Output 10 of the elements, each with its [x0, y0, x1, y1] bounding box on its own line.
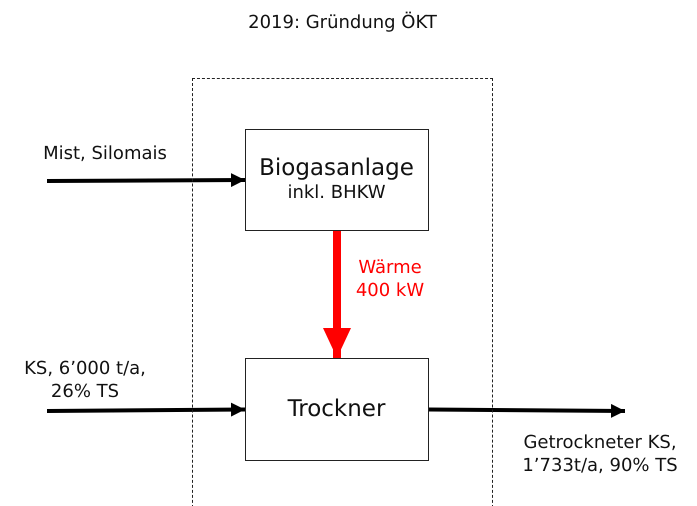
box-title: Trockner [288, 396, 386, 422]
box-subtitle: inkl. BHKW [287, 182, 386, 204]
edge-label: Wärme 400 kW [354, 257, 426, 302]
group-heading: 2019: Gründung ÖKT [247, 11, 438, 34]
edge-label: KS, 6’000 t/a, 26% TS [23, 358, 147, 403]
edge-label: Getrockneter KS, 1’733t/a, 90% TS [521, 432, 679, 477]
process-box [244, 128, 428, 230]
box-title: Biogasanlage [259, 155, 414, 182]
process-box [244, 358, 428, 460]
edge-label: Mist, Silomais [42, 143, 168, 166]
